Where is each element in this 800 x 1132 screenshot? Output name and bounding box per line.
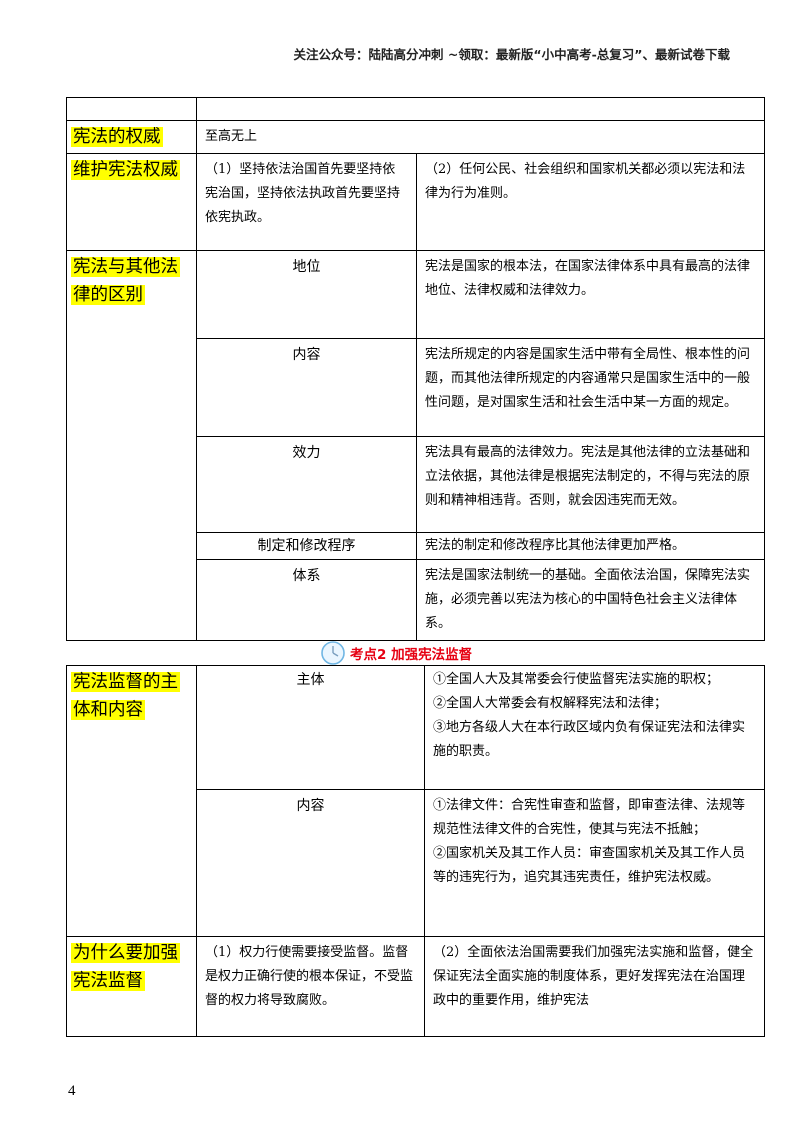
- content-line: ①法律文件：合宪性审查和监督，即审查法律、法规等规范性法律文件的合宪性，使其与宪…: [433, 798, 746, 837]
- constitution-table: 宪法的权威 至高无上 维护宪法权威 （1）坚持依法治国首先要坚持依宪治国，坚持依…: [66, 97, 765, 641]
- content-line: ②国家机关及其工作人员：审查国家机关及其工作人员等的违宪行为，追究其违宪责任，维…: [433, 846, 746, 885]
- difference-desc: 宪法的制定和修改程序比其他法律更加严格。: [416, 532, 765, 560]
- content-aspect: 内容: [196, 789, 425, 937]
- difference-row-procedure: 制定和修改程序 宪法的制定和修改程序比其他法律更加严格。: [67, 532, 765, 560]
- difference-row-status: 宪法与其他法律的区别 地位 宪法是国家的根本法，在国家法律体系中具有最高的法律地…: [66, 250, 765, 641]
- maintain-label-cell: 维护宪法权威: [66, 153, 197, 251]
- why-point-2: （2）全面依法治国需要我们加强宪法实施和监督，健全保证宪法全面实施的制度体系，更…: [424, 936, 765, 1037]
- why-label-cell: 为什么要加强宪法监督: [66, 936, 197, 1037]
- difference-row-content: 内容 宪法所规定的内容是国家生活中带有全局性、根本性的问题，而其他法律所规定的内…: [67, 338, 765, 437]
- subject-aspect: 主体: [196, 665, 425, 790]
- maintain-row: 维护宪法权威 （1）坚持依法治国首先要坚持依宪治国，坚持依法执政首先要坚持依宪执…: [66, 153, 765, 251]
- empty-row: [66, 97, 765, 121]
- page-header: 关注公众号：陆陆高分冲刺 ~领取：最新版“小中高考-总复习”、最新试卷下载: [293, 47, 730, 62]
- authority-value: 至高无上: [196, 120, 765, 154]
- supervision-row-subject: 宪法监督的主体和内容 主体 ①全国人大及其常委会行使监督宪法实施的职权； ②全国…: [66, 665, 765, 937]
- difference-aspect: 地位: [196, 250, 417, 339]
- authority-label: 宪法的权威: [71, 127, 163, 147]
- authority-row: 宪法的权威 至高无上: [66, 120, 765, 154]
- difference-aspect: 制定和修改程序: [196, 532, 417, 560]
- difference-aspect: 效力: [196, 436, 417, 533]
- supervision-label: 宪法监督的主体和内容: [71, 672, 180, 720]
- supervision-label-cell: 宪法监督的主体和内容: [66, 665, 197, 937]
- why-row: 为什么要加强宪法监督 （1）权力行使需要接受监督。监督是权力正确行使的根本保证，…: [66, 936, 765, 1037]
- authority-label-cell: 宪法的权威: [66, 120, 197, 154]
- subject-line: ①全国人大及其常委会行使监督宪法实施的职权；: [433, 672, 720, 687]
- section-title-text: 考点2 加强宪法监督: [350, 647, 473, 663]
- maintain-point-2: （2）任何公民、社会组织和国家机关都必须以宪法和法律为行为准则。: [416, 153, 765, 251]
- difference-desc: 宪法是国家的根本法，在国家法律体系中具有最高的法律地位、法律权威和法律效力。: [416, 250, 765, 339]
- difference-desc: 宪法是国家法制统一的基础。全面依法治国，保障宪法实施，必须完善以宪法为核心的中国…: [416, 559, 765, 641]
- maintain-point-1: （1）坚持依法治国首先要坚持依宪治国，坚持依法执政首先要坚持依宪执政。: [196, 153, 417, 251]
- supervision-row-content: 内容 ①法律文件：合宪性审查和监督，即审查法律、法规等规范性法律文件的合宪性，使…: [67, 789, 765, 937]
- subject-desc-cell: ①全国人大及其常委会行使监督宪法实施的职权； ②全国人大常委会有权解释宪法和法律…: [424, 665, 765, 790]
- difference-label: 宪法与其他法律的区别: [71, 257, 180, 305]
- subject-line: ③地方各级人大在本行政区域内负有保证宪法和法律实施的职责。: [433, 720, 746, 759]
- difference-desc: 宪法具有最高的法律效力。宪法是其他法律的立法基础和立法依据，其他法律是根据宪法制…: [416, 436, 765, 533]
- difference-label-cell: 宪法与其他法律的区别: [66, 250, 197, 641]
- section-title: 考点2 加强宪法监督: [320, 641, 473, 665]
- subject-line: ②全国人大常委会有权解释宪法和法律；: [433, 696, 668, 711]
- difference-row-system: 体系 宪法是国家法制统一的基础。全面依法治国，保障宪法实施，必须完善以宪法为核心…: [67, 559, 765, 641]
- difference-aspect: 内容: [196, 338, 417, 437]
- difference-row-effect: 效力 宪法具有最高的法律效力。宪法是其他法律的立法基础和立法依据，其他法律是根据…: [67, 436, 765, 533]
- supervision-table: 宪法监督的主体和内容 主体 ①全国人大及其常委会行使监督宪法实施的职权； ②全国…: [66, 665, 765, 1037]
- content-desc-cell: ①法律文件：合宪性审查和监督，即审查法律、法规等规范性法律文件的合宪性，使其与宪…: [424, 789, 765, 937]
- clock-icon: [321, 641, 345, 665]
- difference-aspect: 体系: [196, 559, 417, 641]
- page-number: 4: [68, 1083, 76, 1099]
- why-point-1: （1）权力行使需要接受监督。监督是权力正确行使的根本保证，不受监督的权力将导致腐…: [196, 936, 425, 1037]
- why-label: 为什么要加强宪法监督: [71, 943, 180, 991]
- maintain-label: 维护宪法权威: [71, 160, 180, 180]
- difference-desc: 宪法所规定的内容是国家生活中带有全局性、根本性的问题，而其他法律所规定的内容通常…: [416, 338, 765, 437]
